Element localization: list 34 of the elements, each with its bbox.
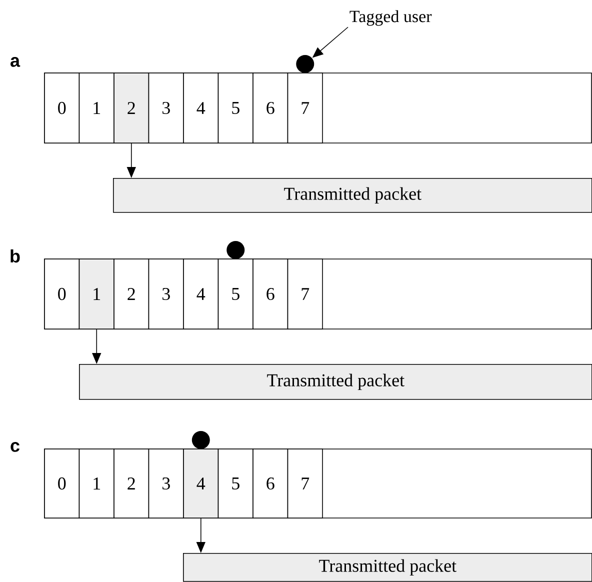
slot-cell: 2 — [114, 448, 150, 518]
slot-cell: 5 — [218, 72, 254, 144]
slot-cell: 1 — [78, 72, 114, 144]
panel-letter: c — [10, 442, 20, 452]
slot-cell: 3 — [148, 258, 184, 330]
slot-cell: 0 — [44, 258, 80, 330]
slot-cell: 7 — [287, 72, 323, 144]
packet-box: Transmitted packet — [183, 553, 592, 582]
slot-cell: 1 — [78, 258, 114, 330]
slot-cell: 0 — [44, 72, 80, 144]
slot-cell: 2 — [114, 72, 150, 144]
slot-cell: 4 — [183, 448, 219, 518]
slot-cell: 5 — [218, 448, 254, 518]
slot-cell: 2 — [114, 258, 150, 330]
slot-cell: 4 — [183, 72, 219, 144]
slot-cell: 7 — [287, 448, 323, 518]
slot-cell: 7 — [287, 258, 323, 330]
slot-cell: 3 — [148, 448, 184, 518]
callout-text: Tagged user — [350, 10, 432, 26]
packet-box: Transmitted packet — [79, 364, 592, 400]
panel-letter: a — [10, 57, 20, 67]
packet-box: Transmitted packet — [113, 178, 592, 213]
slot-cell: 5 — [218, 258, 254, 330]
user-dot — [226, 241, 245, 259]
slot-cell: 0 — [44, 448, 80, 518]
user-dot — [192, 431, 210, 449]
slot-cell: 1 — [78, 448, 114, 518]
slot-cell: 4 — [183, 258, 219, 330]
slot-cell: 6 — [252, 258, 288, 330]
slot-cell: 3 — [148, 72, 184, 144]
panel-letter: b — [10, 249, 20, 263]
slot-cell: 6 — [252, 72, 288, 144]
slot-cell: 6 — [252, 448, 288, 518]
user-dot — [296, 55, 314, 73]
